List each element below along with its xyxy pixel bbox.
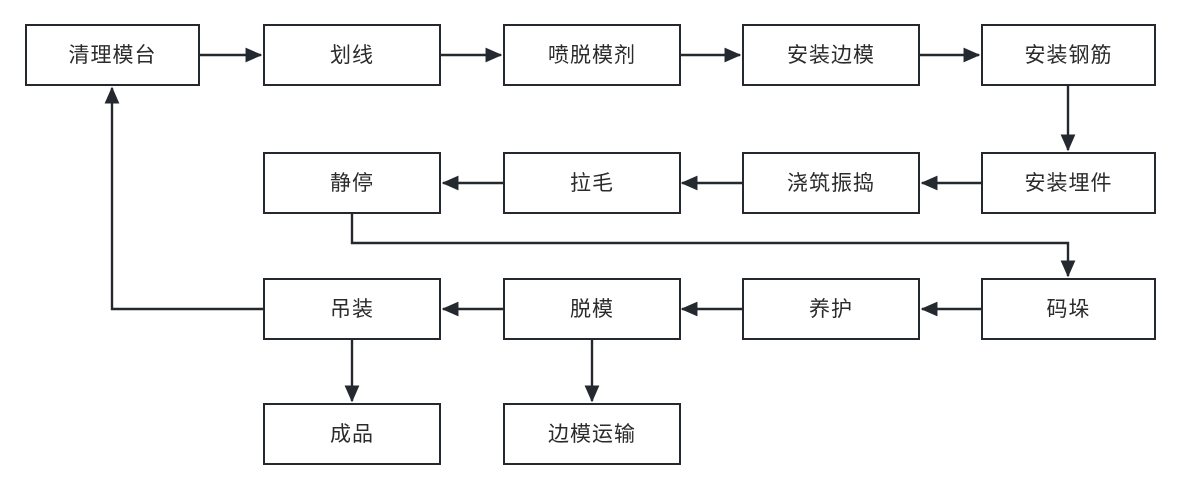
node-label: 静停 (330, 170, 374, 195)
node-jing-ting[interactable]: 静停 (263, 152, 441, 214)
node-pen-tuo-mo-ji[interactable]: 喷脱模剂 (503, 24, 681, 86)
node-label: 安装钢筋 (1024, 42, 1113, 67)
node-cheng-pin[interactable]: 成品 (263, 403, 441, 465)
edge-n9-n10 (350, 214, 1076, 278)
node-label: 成品 (330, 421, 374, 446)
node-jiao-zhu-zhen-dao[interactable]: 浇筑振捣 (742, 152, 920, 214)
node-label: 拉毛 (570, 170, 614, 195)
edge-n13-n1 (104, 86, 263, 311)
node-label: 安装埋件 (1024, 170, 1113, 195)
node-diao-zhuang[interactable]: 吊装 (263, 278, 441, 340)
node-label: 清理模台 (68, 42, 157, 67)
node-an-zhuang-bian-mo[interactable]: 安装边模 (742, 24, 920, 86)
node-label: 安装边模 (787, 42, 875, 67)
node-label: 浇筑振捣 (787, 170, 875, 195)
node-ma-duo[interactable]: 码垛 (981, 278, 1156, 340)
node-la-mao[interactable]: 拉毛 (503, 152, 681, 214)
node-label: 养护 (809, 296, 853, 321)
node-label: 码垛 (1046, 296, 1091, 321)
node-an-zhuang-gang-jin[interactable]: 安装钢筋 (981, 24, 1156, 86)
node-bian-mo-yun-shu[interactable]: 边模运输 (503, 403, 681, 465)
node-label: 吊装 (330, 296, 374, 321)
node-label: 边模运输 (548, 421, 636, 446)
node-yang-hu[interactable]: 养护 (742, 278, 920, 340)
node-tuo-mo[interactable]: 脱模 (503, 278, 681, 340)
node-label: 脱模 (570, 296, 614, 321)
node-hua-xian[interactable]: 划线 (263, 24, 441, 86)
node-qing-li-mo-tai[interactable]: 清理模台 (25, 24, 200, 86)
node-label: 划线 (330, 42, 374, 67)
node-an-zhuang-mai-jian[interactable]: 安装埋件 (981, 152, 1156, 214)
node-label: 喷脱模剂 (548, 42, 636, 67)
